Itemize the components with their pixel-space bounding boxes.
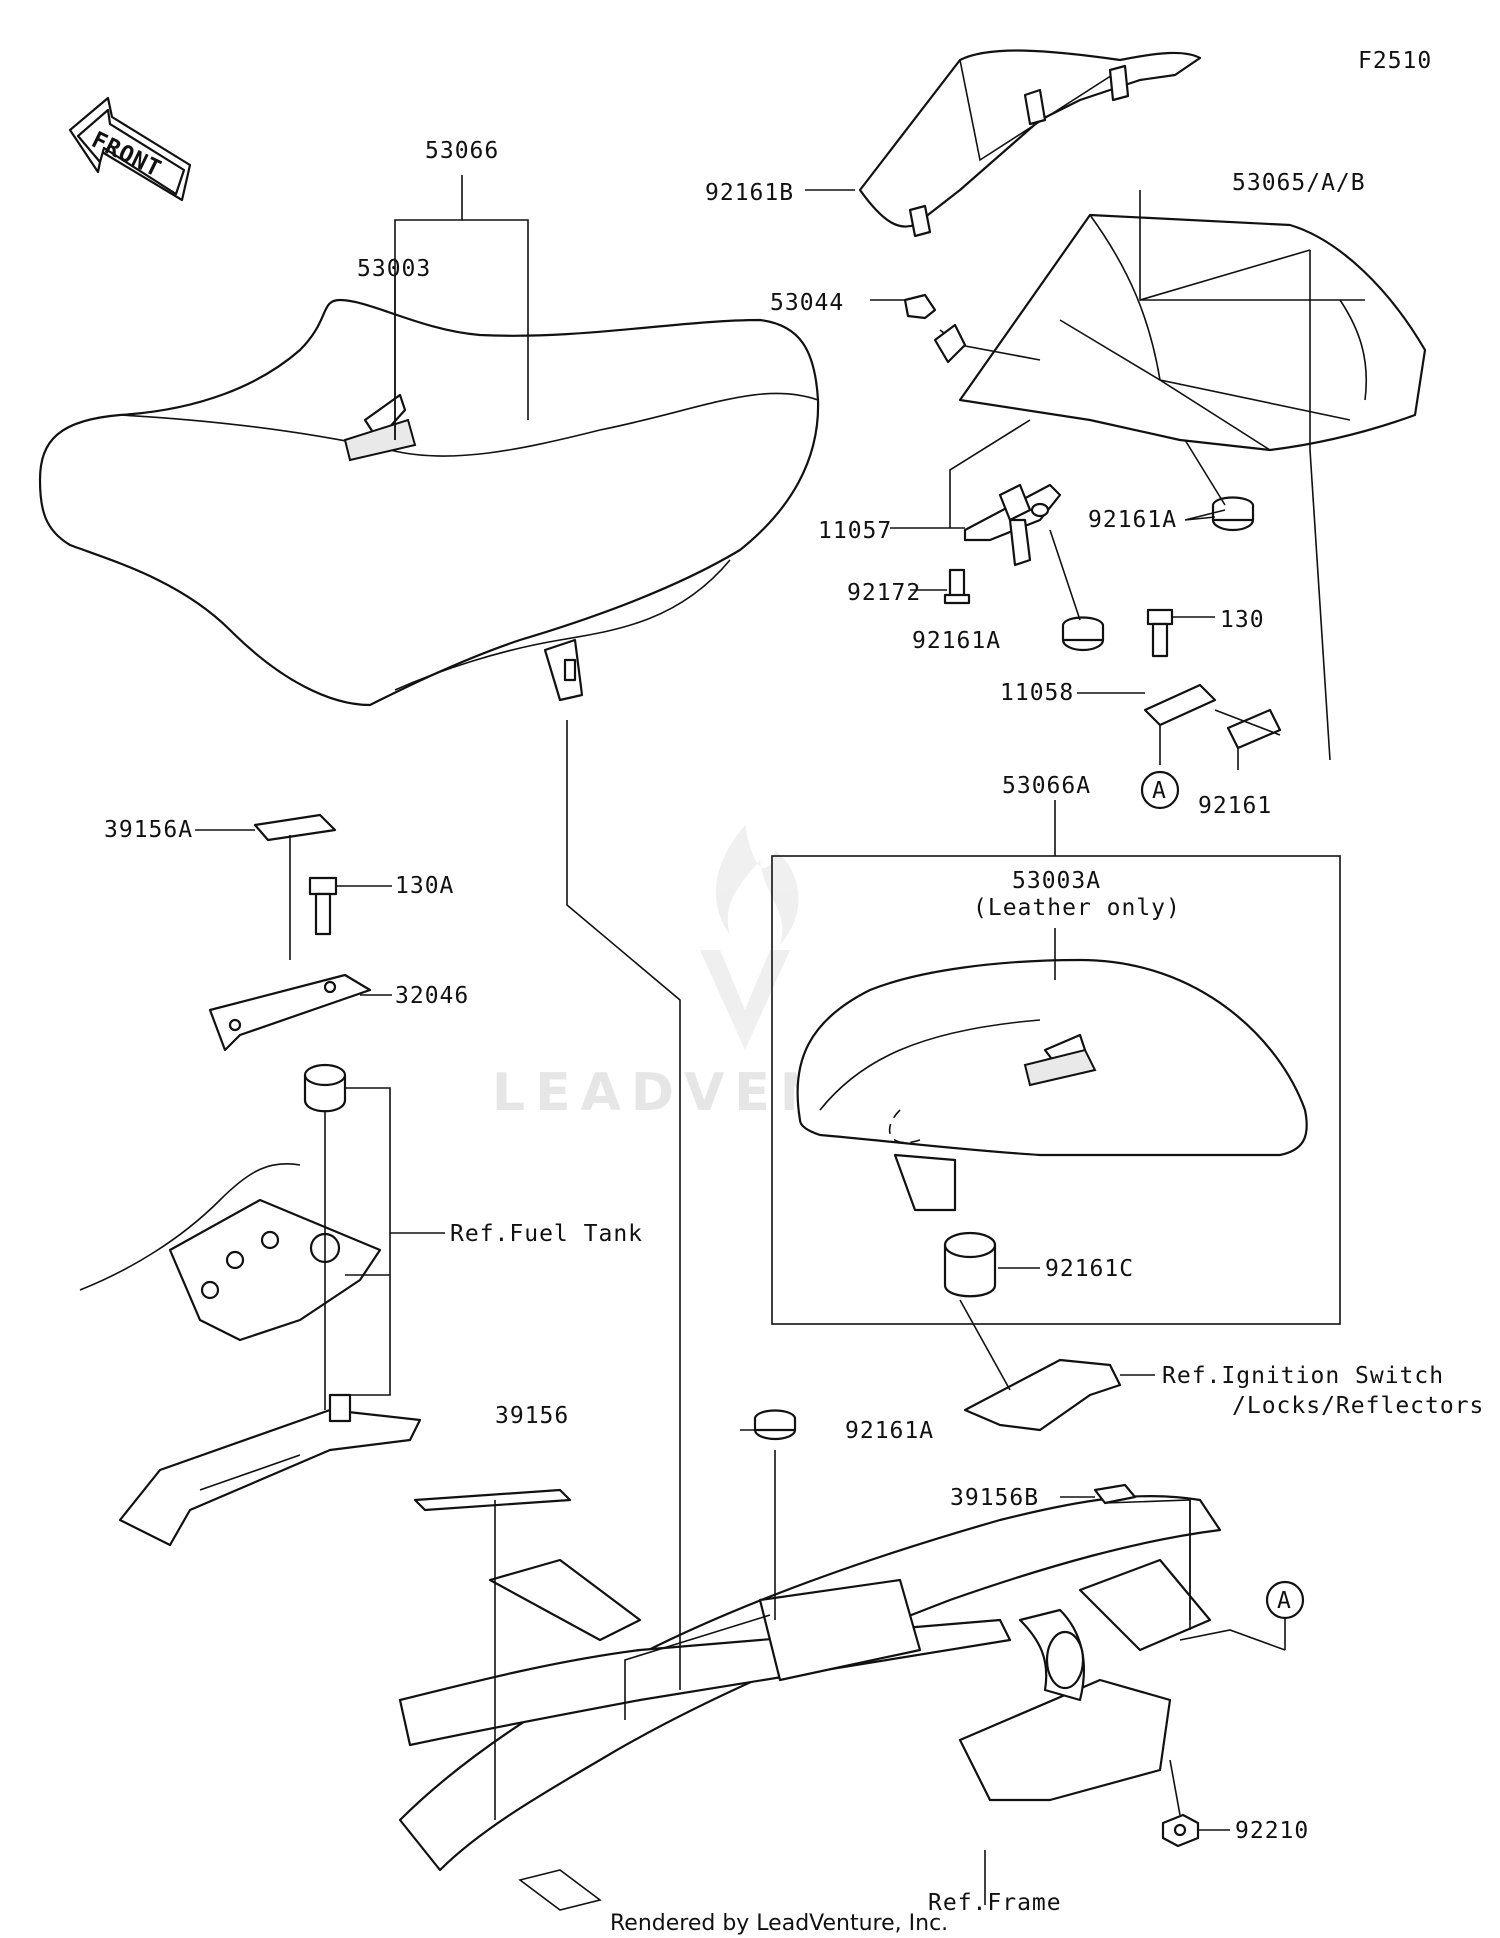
label-53066A: 53066A xyxy=(1002,773,1091,799)
label-92161A-3: 92161A xyxy=(845,1418,934,1444)
main-seat xyxy=(38,298,820,707)
ignition-bracket xyxy=(963,1358,1122,1432)
label-11057: 11057 xyxy=(818,518,892,544)
rubber-53044 xyxy=(903,293,937,320)
part-labels: 53066 53003 92161B 53044 53065/A/B 11057… xyxy=(104,138,1366,1844)
label-92161: 92161 xyxy=(1198,793,1272,819)
screw-92172 xyxy=(943,568,971,605)
damper-92161A-1 xyxy=(1211,496,1255,532)
label-92172: 92172 xyxy=(847,580,921,606)
label-92210: 92210 xyxy=(1235,1818,1309,1844)
lower-bracket xyxy=(118,1393,422,1547)
bracket-32046 xyxy=(208,973,372,1052)
callout-a-bottom: A xyxy=(1265,1580,1305,1620)
callout-a-bottom-label: A xyxy=(1277,1588,1292,1614)
nut-92210 xyxy=(1161,1813,1200,1848)
label-53003: 53003 xyxy=(357,256,431,282)
spacer-92161C xyxy=(943,1231,997,1298)
grab-rail xyxy=(858,49,1202,238)
plate-11058 xyxy=(1143,683,1217,727)
front-arrow-icon: FRONT xyxy=(68,96,192,202)
sticker-39156 xyxy=(413,1488,572,1512)
label-92161A-2: 92161A xyxy=(912,628,1001,654)
seat-cowl xyxy=(933,213,1427,452)
label-39156B: 39156B xyxy=(950,1485,1039,1511)
label-32046: 32046 xyxy=(395,983,469,1009)
footer-credit: Rendered by LeadVenture, Inc. xyxy=(610,1911,948,1936)
label-92161B: 92161B xyxy=(705,180,794,206)
sticker-39156A xyxy=(253,813,337,842)
label-130A: 130A xyxy=(395,873,454,899)
reference-labels: Ref.Fuel Tank Ref.Ignition Switch /Locks… xyxy=(450,1221,1484,1916)
ref-fuel-tank: Ref.Fuel Tank xyxy=(450,1221,643,1247)
damper-92161A-2 xyxy=(1061,616,1105,652)
rider-seat xyxy=(796,958,1308,1212)
rider-seat-box xyxy=(771,855,1341,1325)
label-11058: 11058 xyxy=(1000,680,1074,706)
label-39156A: 39156A xyxy=(104,817,193,843)
leadventure-flame-icon xyxy=(700,825,799,1050)
bolt-130 xyxy=(1146,608,1174,658)
bracket-11057 xyxy=(963,483,1062,567)
label-53003A-note: (Leather only) xyxy=(973,895,1181,921)
callout-a-top-label: A xyxy=(1152,778,1167,804)
label-53003A: 53003A xyxy=(1012,868,1101,894)
label-39156: 39156 xyxy=(495,1403,569,1429)
figure-code: F2510 xyxy=(1358,48,1432,74)
damper-92161A-3 xyxy=(753,1409,797,1441)
label-92161A-1: 92161A xyxy=(1088,507,1177,533)
label-53065: 53065/A/B xyxy=(1232,170,1366,196)
leader-lines xyxy=(195,175,1365,1905)
grommet xyxy=(303,1063,347,1113)
label-53066: 53066 xyxy=(425,138,499,164)
fuel-tank-mount xyxy=(79,1163,382,1342)
ref-frame: Ref.Frame xyxy=(928,1890,1062,1916)
ref-ignition-switch: Ref.Ignition Switch xyxy=(1162,1363,1444,1389)
label-130: 130 xyxy=(1220,607,1265,633)
label-53044: 53044 xyxy=(770,290,844,316)
sticker-39156B xyxy=(1093,1483,1137,1505)
frame xyxy=(398,1494,1222,1911)
callout-a-top: A xyxy=(1140,770,1180,810)
label-92161C: 92161C xyxy=(1045,1256,1134,1282)
ref-locks-reflectors: /Locks/Reflectors xyxy=(1232,1393,1484,1419)
bolt-130A xyxy=(308,876,338,936)
pad-92161 xyxy=(1226,708,1282,750)
